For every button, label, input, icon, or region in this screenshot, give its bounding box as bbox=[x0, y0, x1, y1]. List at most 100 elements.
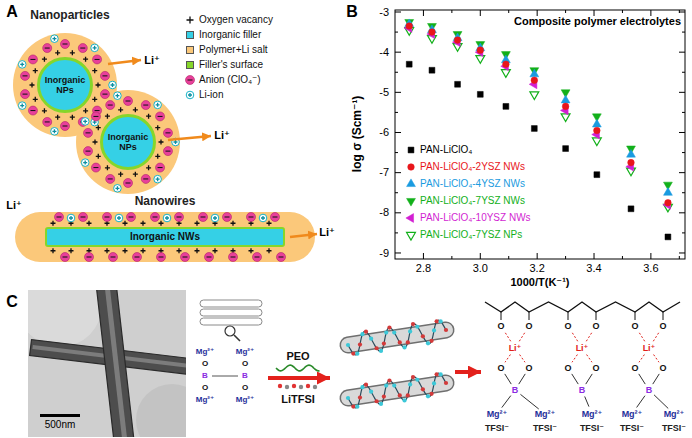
data-marker bbox=[408, 164, 415, 171]
nanowire-rod bbox=[105, 290, 128, 437]
bond-line bbox=[585, 396, 589, 406]
data-series bbox=[406, 23, 671, 206]
data-marker bbox=[407, 198, 416, 206]
atom-label: O bbox=[242, 383, 248, 392]
data-marker bbox=[627, 149, 636, 157]
anion-symbol bbox=[106, 101, 115, 110]
li-ion-symbol bbox=[154, 175, 162, 183]
node-label: Inorganic NWs bbox=[130, 231, 200, 243]
helix-bead bbox=[406, 393, 410, 397]
bond-line bbox=[639, 332, 645, 341]
anion-symbol bbox=[102, 75, 107, 76]
oxygen-vacancy-symbol bbox=[156, 177, 160, 181]
data-marker bbox=[408, 147, 414, 153]
data-marker bbox=[427, 30, 435, 39]
bond-line bbox=[586, 374, 592, 384]
bond-line bbox=[501, 312, 502, 320]
helix-bead bbox=[392, 383, 396, 387]
data-marker bbox=[663, 200, 671, 209]
anion-symbol bbox=[43, 117, 52, 126]
li-ion-symbol bbox=[109, 81, 117, 89]
oxygen-vacancy-symbol bbox=[20, 62, 24, 66]
tick-mark bbox=[395, 32, 685, 33]
oxygen-vacancy-symbol bbox=[115, 186, 119, 190]
bond-line bbox=[505, 355, 510, 363]
group-title: Nanowires bbox=[135, 195, 196, 209]
bond-line bbox=[654, 395, 668, 409]
anion-symbol bbox=[28, 55, 37, 64]
tick-mark bbox=[395, 52, 685, 53]
helix-bead bbox=[439, 372, 443, 376]
helix-bead bbox=[439, 319, 443, 323]
bond-line bbox=[520, 355, 525, 363]
anion-symbol bbox=[186, 76, 195, 85]
ion-label: Li⁺ bbox=[319, 226, 335, 239]
helix-bead bbox=[384, 331, 388, 335]
legend-samples bbox=[186, 17, 416, 241]
tick-mark bbox=[395, 112, 685, 113]
anion-symbol bbox=[43, 44, 52, 53]
oxygen-vacancy-symbol bbox=[159, 221, 164, 226]
anion-symbol bbox=[108, 178, 113, 179]
oxygen-vacancy-symbol bbox=[52, 37, 56, 41]
helix-bead bbox=[444, 328, 448, 332]
tick-mark bbox=[622, 10, 623, 259]
anion-symbol bbox=[80, 48, 85, 49]
salt-particle bbox=[292, 384, 296, 388]
legend-label: PAN-LiClO₄-4YSZ NWs bbox=[420, 178, 525, 190]
tick-label: -6 bbox=[379, 126, 389, 139]
helix-bead bbox=[406, 340, 410, 344]
oxygen-vacancy-symbol bbox=[249, 248, 254, 253]
anion-symbol bbox=[93, 55, 102, 64]
oxygen-vacancy-symbol bbox=[51, 248, 56, 253]
tick-mark bbox=[565, 10, 566, 259]
anion-symbol bbox=[271, 213, 280, 222]
polymer-band bbox=[15, 212, 315, 262]
helix-bead bbox=[384, 384, 388, 388]
oxygen-vacancy-symbol bbox=[123, 248, 128, 253]
helix-bead bbox=[421, 387, 425, 391]
data-marker bbox=[406, 214, 414, 223]
ion-label: Mg²⁺ bbox=[664, 409, 685, 419]
li-ion-symbol bbox=[51, 35, 59, 43]
ion-label: TFSI⁻ bbox=[533, 423, 557, 433]
li-ion-symbol bbox=[81, 118, 89, 126]
filler-circle bbox=[39, 59, 92, 112]
oxygen-vacancy-symbol bbox=[30, 83, 35, 88]
data-marker bbox=[530, 92, 539, 100]
tick-label: -3 bbox=[379, 6, 389, 19]
atom-label: O bbox=[242, 359, 248, 368]
data-marker bbox=[501, 70, 510, 78]
data-marker bbox=[501, 62, 509, 71]
bond-line bbox=[637, 396, 645, 408]
oxygen-vacancy-symbol bbox=[146, 165, 151, 170]
oxygen-vacancy-symbol bbox=[111, 83, 115, 87]
anion-symbol bbox=[247, 213, 256, 222]
anion-symbol bbox=[181, 253, 190, 262]
group-title: Nanoparticles bbox=[30, 9, 109, 23]
atom-label: O bbox=[631, 321, 638, 331]
atom-label: B bbox=[242, 371, 248, 380]
scale-label: 500nm bbox=[45, 419, 76, 431]
oxygen-vacancy-symbol bbox=[92, 68, 97, 73]
anion-symbol bbox=[91, 163, 100, 172]
oxygen-vacancy-symbol bbox=[187, 17, 194, 24]
anion-symbol bbox=[223, 213, 232, 222]
bond-line bbox=[639, 374, 645, 384]
tick-label: -7 bbox=[379, 166, 389, 179]
helix-bead bbox=[382, 342, 386, 346]
li-ion-symbol bbox=[115, 214, 123, 222]
ion-label: TFSI⁻ bbox=[662, 423, 686, 433]
oxygen-vacancy-symbol bbox=[96, 125, 101, 130]
atom-label: O bbox=[202, 383, 208, 392]
tick-mark bbox=[395, 92, 685, 93]
tick-label: 3.4 bbox=[586, 262, 601, 275]
anion-symbol bbox=[157, 253, 166, 262]
salt-particle bbox=[306, 384, 310, 388]
anion-symbol bbox=[163, 147, 172, 156]
helix-bead bbox=[415, 325, 419, 329]
data-marker bbox=[563, 146, 569, 152]
anion-symbol bbox=[133, 253, 142, 262]
data-series bbox=[404, 24, 670, 210]
data-marker bbox=[592, 138, 601, 146]
